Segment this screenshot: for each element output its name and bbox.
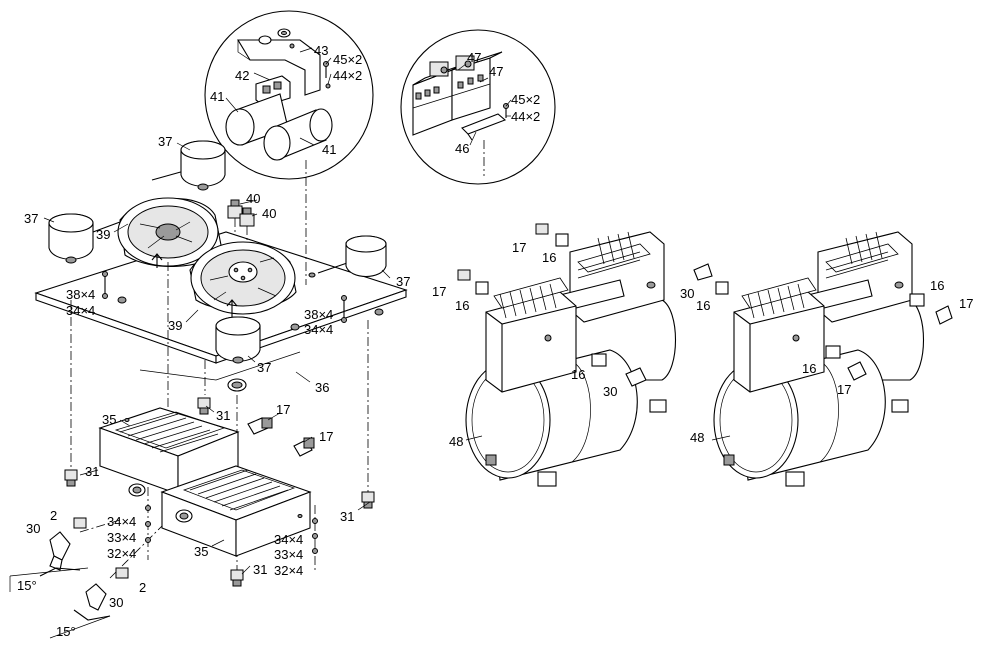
elbow-fittings-17-left	[247, 417, 315, 457]
callout-31c: 31	[340, 509, 354, 524]
callout-37a: 37	[158, 134, 172, 149]
callout-44a: 44×2	[333, 68, 362, 83]
callout-17d: 17	[432, 284, 446, 299]
callout-16a: 16	[542, 250, 556, 265]
callout-44b: 44×2	[511, 109, 540, 124]
callout-33d: 33×4	[274, 547, 303, 562]
callout-34c: 34×4	[107, 514, 136, 529]
cable-glands-40	[227, 199, 255, 242]
callout-35a: 35	[102, 412, 116, 427]
screw-stack-right	[312, 518, 318, 554]
callout-32d: 32×4	[274, 563, 303, 578]
callout-30a: 30	[26, 521, 40, 536]
callout-40a: 40	[246, 191, 260, 206]
cooling-head-35-left	[98, 407, 240, 497]
leader-lines	[43, 142, 731, 575]
callout-36: 36	[315, 380, 329, 395]
callout-31a: 31	[85, 464, 99, 479]
callout-16e: 16	[930, 278, 944, 293]
fittings-31	[64, 397, 375, 587]
callout-34b: 34×4	[304, 322, 333, 337]
detail-circle-relays	[400, 29, 556, 185]
callout-43: 43	[314, 43, 328, 58]
compressor-48-left	[457, 223, 676, 487]
muffler-37-top	[151, 140, 226, 191]
callout-15a: 15°	[17, 578, 37, 593]
callout-37d: 37	[257, 360, 271, 375]
callout-17f: 17	[837, 382, 851, 397]
callout-48a: 48	[449, 434, 463, 449]
callout-33c: 33×4	[107, 530, 136, 545]
callout-45a: 45×2	[333, 52, 362, 67]
fan-39-front	[189, 241, 297, 320]
callout-30c: 30	[603, 384, 617, 399]
callout-17c: 17	[512, 240, 526, 255]
callout-31d: 31	[253, 562, 267, 577]
callout-15b: 15°	[56, 624, 76, 639]
callout-32c: 32×4	[107, 546, 136, 561]
callout-16d: 16	[696, 298, 710, 313]
callout-41a: 41	[210, 89, 224, 104]
callout-labels: 43 45×2 44×2 42 41 41 47 47 45×2 44×2 46…	[17, 43, 973, 639]
callout-30d: 30	[680, 286, 694, 301]
muffler-37-bottom	[215, 316, 261, 364]
callout-16b: 16	[455, 298, 469, 313]
callout-41b: 41	[322, 142, 336, 157]
detail-circle-capacitor	[204, 10, 374, 180]
callout-38a: 38×4	[66, 287, 95, 302]
callout-35b: 35	[194, 544, 208, 559]
callout-17a: 17	[276, 402, 290, 417]
screws-38-34	[102, 271, 347, 323]
callout-34a: 34×4	[66, 303, 95, 318]
callout-2b: 2	[139, 580, 146, 595]
cooling-head-35-right	[160, 465, 312, 557]
callout-39b: 39	[168, 318, 182, 333]
callout-38b: 38×4	[304, 307, 333, 322]
callout-48b: 48	[690, 430, 704, 445]
callout-16c: 16	[571, 367, 585, 382]
callout-39a: 39	[96, 227, 110, 242]
fan-39-rear	[117, 197, 223, 268]
callout-30b: 30	[109, 595, 123, 610]
callout-42: 42	[235, 68, 249, 83]
callout-40b: 40	[262, 206, 276, 221]
fittings-2-30	[9, 517, 129, 639]
muffler-37-left	[48, 213, 121, 264]
compressor-48-right	[693, 231, 953, 487]
callout-16f: 16	[802, 361, 816, 376]
callout-47b: 47	[489, 64, 503, 79]
screw-stack-left	[145, 505, 151, 543]
callout-31b: 31	[216, 408, 230, 423]
callout-37b: 37	[24, 211, 38, 226]
callout-2a: 2	[50, 508, 57, 523]
callout-17e: 17	[959, 296, 973, 311]
muffler-37-right	[317, 235, 387, 278]
callout-46: 46	[455, 141, 469, 156]
callout-17b: 17	[319, 429, 333, 444]
callout-45b: 45×2	[511, 92, 540, 107]
callout-47a: 47	[467, 50, 481, 65]
callout-37c: 37	[396, 274, 410, 289]
callout-34d: 34×4	[274, 532, 303, 547]
